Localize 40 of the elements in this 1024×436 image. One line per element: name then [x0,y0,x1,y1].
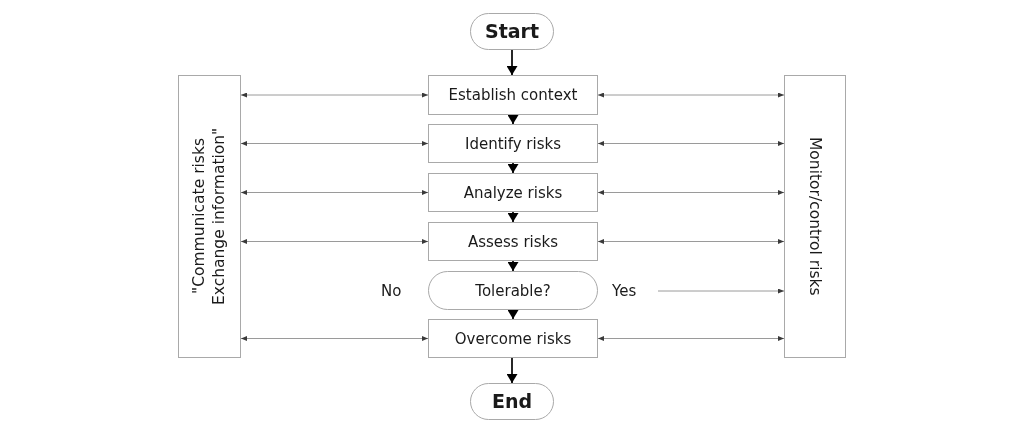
arrow [240,92,429,98]
arrow [240,336,429,341]
process-box [428,124,598,163]
arrow [597,92,785,98]
step-label: Overcome risks [454,329,572,348]
arrow [240,141,429,146]
terminal-label: Start [484,20,539,43]
side-panel [784,75,846,358]
branch-label: No [381,281,402,301]
step-label: Assess risks [467,232,559,251]
panel-label: Monitor/control risks [805,137,826,296]
panel-label: "Communicate risks Exchange information" [189,126,230,308]
terminal-pill [470,383,554,420]
decision-label: Tolerable? [475,281,551,300]
process-box [428,173,598,212]
branch-label: Yes [612,281,658,301]
process-box [428,75,598,115]
arrow [240,190,429,195]
step-label: Establish context [448,86,578,104]
arrow [597,141,785,146]
arrow [597,190,785,195]
arrow [240,239,429,244]
arrow [657,288,785,294]
process-box [428,222,598,261]
arrow [507,260,519,272]
terminal-label: End [491,390,533,413]
arrow [597,336,785,341]
arrow [507,309,519,320]
arrow [506,357,518,384]
step-label: Identify risks [464,134,561,153]
arrow [507,162,519,174]
decision-pill [428,271,598,310]
arrow [597,239,785,244]
arrow [507,114,519,125]
step-label: Analyze risks [463,183,563,202]
terminal-pill [470,13,554,50]
process-box [428,319,598,358]
arrow [506,49,518,76]
side-panel [178,75,241,358]
arrow [507,211,519,223]
